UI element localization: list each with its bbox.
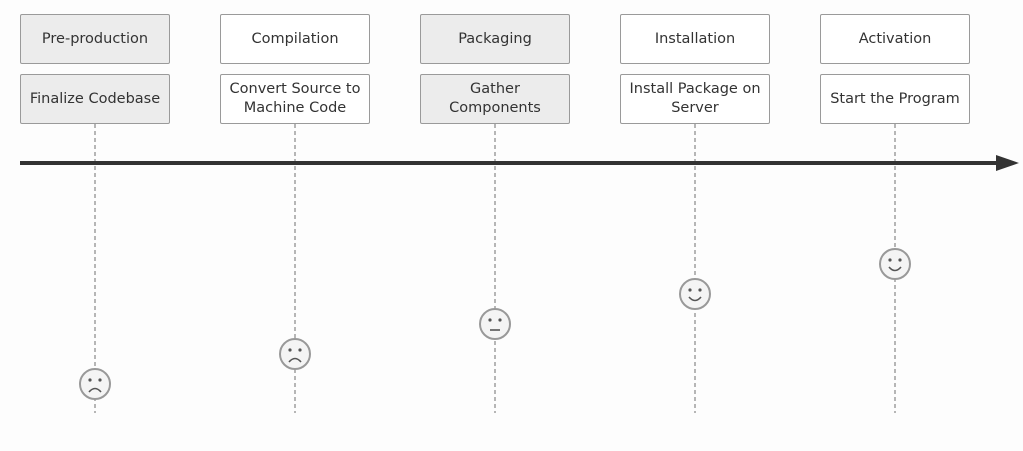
section-box-compilation: Compilation <box>220 14 370 64</box>
section-box-pre-production: Pre-production <box>20 14 170 64</box>
timeline-arrowhead-icon <box>996 155 1019 171</box>
section-title: Compilation <box>251 30 339 47</box>
happy-face-icon <box>879 248 911 280</box>
task-label: Convert Source to Machine Code <box>229 81 361 116</box>
task-label: Gather Components <box>449 81 541 116</box>
task-box-finalize-codebase: Finalize Codebase <box>20 74 170 124</box>
task-box-gather-components: Gather Components <box>420 74 570 124</box>
task-box-convert-source: Convert Source to Machine Code <box>220 74 370 124</box>
score-faces <box>79 248 911 400</box>
section-title: Installation <box>654 30 736 47</box>
section-box-packaging: Packaging <box>420 14 570 64</box>
task-box-start-program: Start the Program <box>820 74 970 124</box>
neutral-face-icon <box>479 308 511 340</box>
section-title: Activation <box>858 30 932 47</box>
task-label: Install Package on Server <box>629 81 761 116</box>
task-guide-lines <box>94 124 896 413</box>
section-box-activation: Activation <box>820 14 970 64</box>
task-label: Start the Program <box>830 90 960 107</box>
section-title: Packaging <box>458 30 532 47</box>
section-box-installation: Installation <box>620 14 770 64</box>
sad-face-icon <box>279 338 311 370</box>
sad-face-icon <box>79 368 111 400</box>
happy-face-icon <box>679 278 711 310</box>
task-label: Finalize Codebase <box>29 90 161 107</box>
section-title: Pre-production <box>41 30 149 47</box>
task-box-install-package: Install Package on Server <box>620 74 770 124</box>
